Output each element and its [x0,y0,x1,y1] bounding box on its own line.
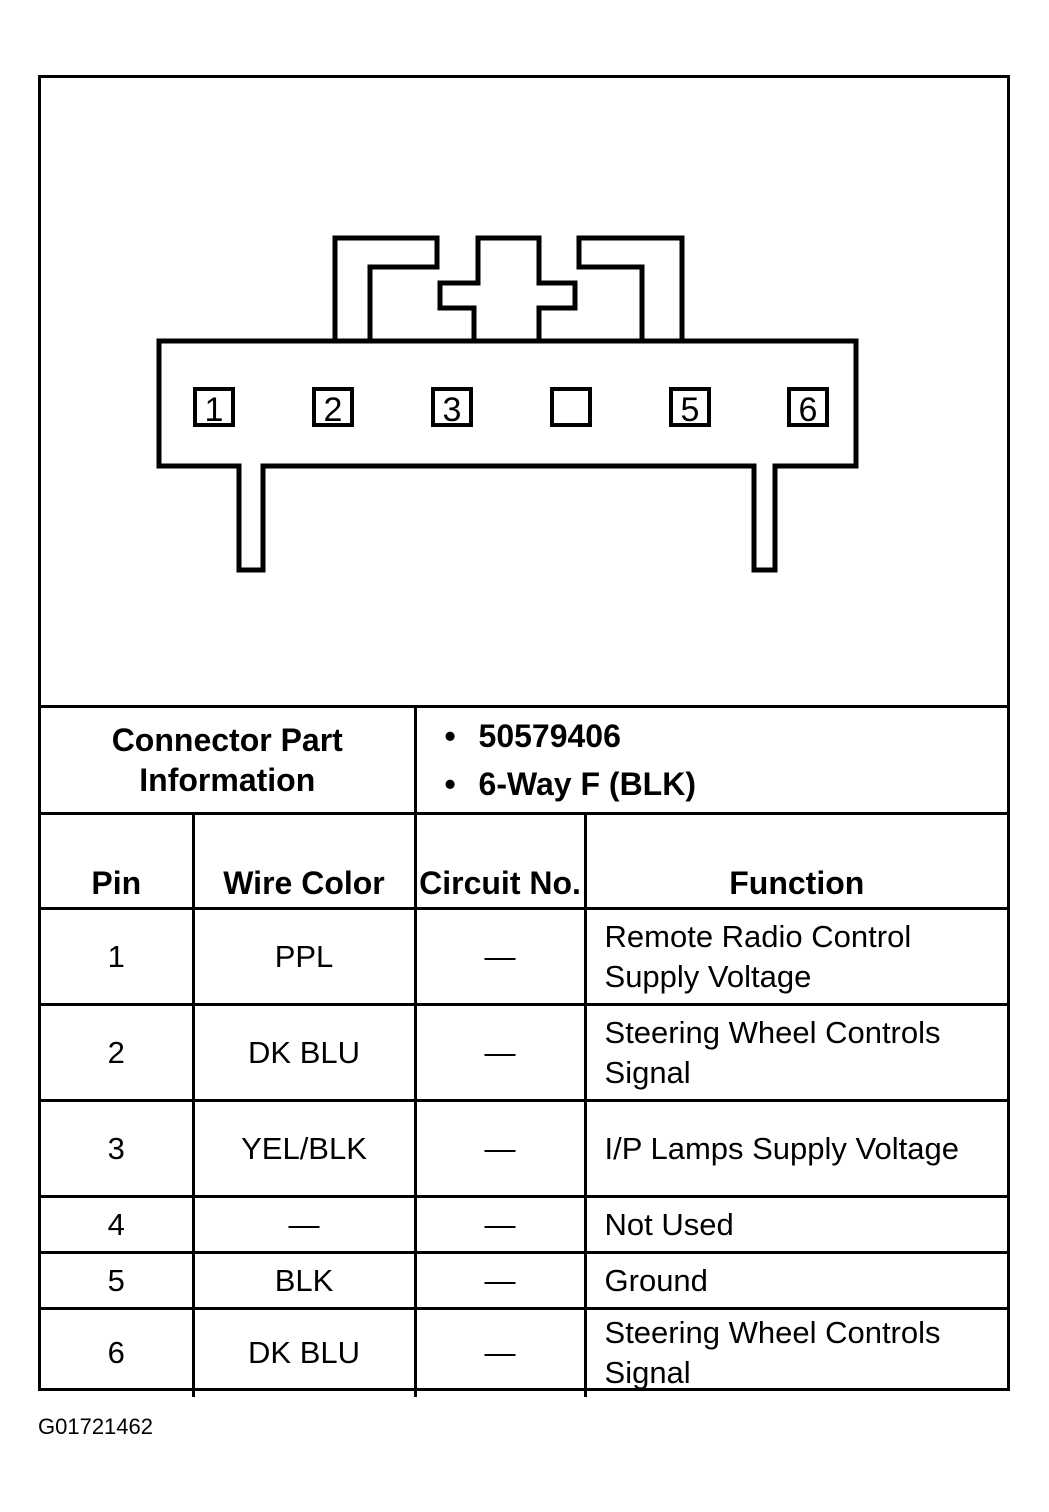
circuit-no-cell: — [413,1251,587,1310]
figure-id: G01721462 [38,1414,153,1439]
header-wire-color: Wire Color [191,812,417,910]
pin-cavity-3 [431,387,473,427]
pin-cavity-5 [669,387,711,427]
function-cell: I/P Lamps Supply Voltage [583,1099,1008,1198]
pin-cavity-6 [787,387,829,427]
pin-cell: 3 [41,1099,195,1198]
wire-color-cell: DK BLU [191,1307,417,1397]
pin-cell: 2 [41,1003,195,1102]
pin-label-1: 1 [205,391,224,429]
header-circuit-no: Circuit No. [413,812,587,910]
part-info-row: Connector Part Information 50579406 6-Wa… [41,705,1008,815]
connector-figure-frame: 1 2 3 5 6 Connector Part Information 505… [38,75,1010,1397]
wire-color-cell: PPL [191,907,417,1006]
table-row: 1 PPL — Remote Radio Control Supply Volt… [41,907,1008,1006]
function-cell: Remote Radio Control Supply Voltage [583,907,1008,1006]
pin-cell: 5 [41,1251,195,1310]
connector-face-svg: 1 2 3 5 6 [156,235,859,573]
connector-diagram: 1 2 3 5 6 [41,78,1007,705]
pin-label-6: 6 [799,391,818,429]
connector-info-table: Connector Part Information 50579406 6-Wa… [41,705,1008,1397]
part-info-label: Connector Part Information [41,705,417,815]
circuit-no-cell: — [413,1099,587,1198]
part-info-list: 50579406 6-Way F (BLK) [413,705,1008,815]
wire-color-cell: — [191,1195,417,1254]
pin-cavity-1 [193,387,235,427]
circuit-no-cell: — [413,1195,587,1254]
header-pin: Pin [41,812,195,910]
header-function: Function [583,812,1008,910]
pin-cavity-2 [312,387,354,427]
pin-cavity-4 [550,387,592,427]
function-cell: Steering Wheel Controls Signal [583,1003,1008,1102]
connector-latch-right [576,235,685,341]
wire-color-cell: YEL/BLK [191,1099,417,1198]
pin-cell: 4 [41,1195,195,1254]
connector-description: 6-Way F (BLK) [445,760,1008,808]
table-row: 6 DK BLU — Steering Wheel Controls Signa… [41,1307,1008,1397]
function-cell: Ground [583,1251,1008,1310]
pin-cell: 6 [41,1307,195,1397]
table-row: 5 BLK — Ground [41,1251,1008,1310]
circuit-no-cell: — [413,1307,587,1397]
table-row: 4 — — Not Used [41,1195,1008,1254]
circuit-no-cell: — [413,1003,587,1102]
wire-color-cell: BLK [191,1251,417,1310]
wire-color-cell: DK BLU [191,1003,417,1102]
connector-body [156,338,859,573]
part-number: 50579406 [445,712,1008,760]
connector-latch [332,235,440,341]
circuit-no-cell: — [413,907,587,1006]
pin-label-2: 2 [324,391,343,429]
table-row: 3 YEL/BLK — I/P Lamps Supply Voltage [41,1099,1008,1198]
pin-label-3: 3 [443,391,462,429]
function-cell: Steering Wheel Controls Signal [583,1307,1008,1397]
function-cell: Not Used [583,1195,1008,1254]
pin-cavities: 1 2 3 5 6 [193,387,829,429]
pin-cell: 1 [41,907,195,1006]
table-row: 2 DK BLU — Steering Wheel Controls Signa… [41,1003,1008,1102]
connector-latch-center [437,235,578,341]
header-row: Pin Wire Color Circuit No. Function [41,812,1008,910]
pin-label-5: 5 [681,391,700,429]
